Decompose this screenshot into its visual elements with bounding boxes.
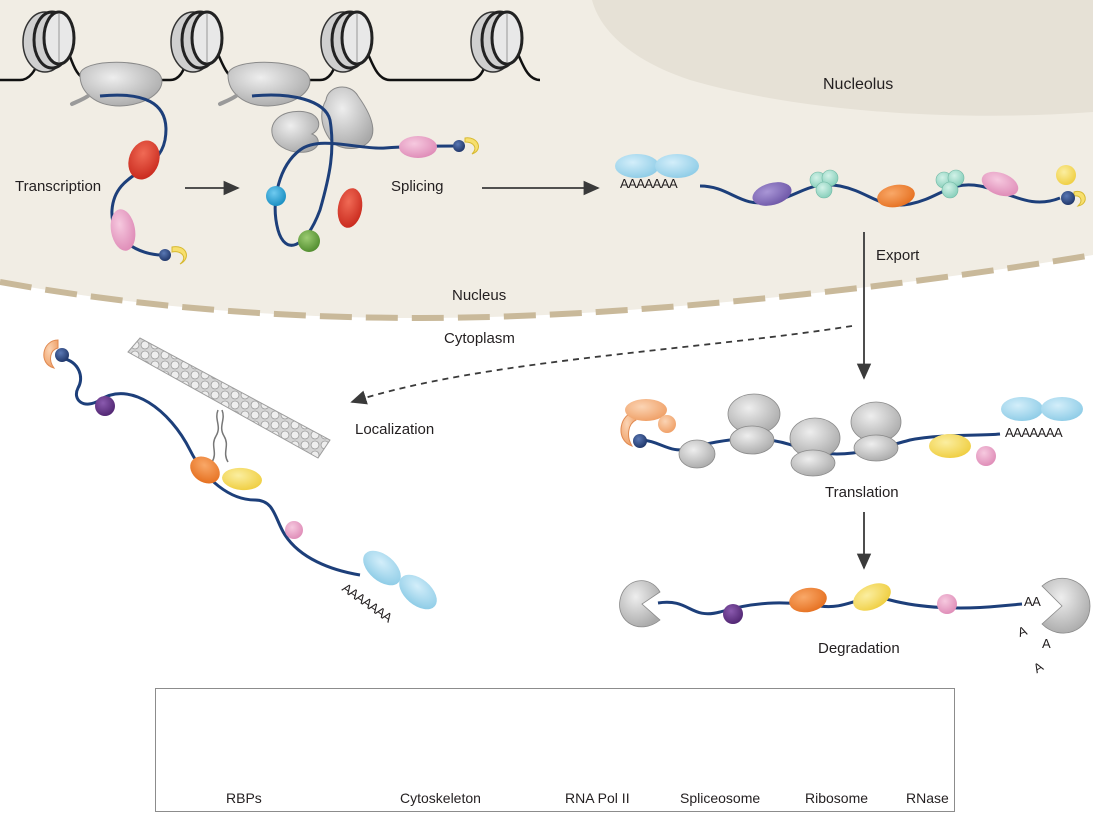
cap-binding-yellow-2 <box>464 137 479 155</box>
rbp-cyan <box>266 186 286 206</box>
legend-cytoskeleton-label: Cytoskeleton <box>400 790 481 806</box>
localized-mrna <box>61 356 361 577</box>
rbp-pink-2 <box>399 136 437 158</box>
released-a-2: A <box>1042 636 1051 651</box>
nucleosome-2 <box>170 10 224 73</box>
poly-a-tail-nucleus: AAAAAAA <box>620 176 678 191</box>
rbp-yellow-loc <box>222 467 262 491</box>
rbp-pink-1 <box>110 209 136 251</box>
nascent-rna-2 <box>251 93 459 247</box>
mature-mrnp <box>615 154 1086 208</box>
pabp-2-loc <box>399 574 437 610</box>
nucleolus-region <box>592 0 1093 116</box>
cap-navy-2 <box>453 140 465 152</box>
splicing-label: Splicing <box>391 178 444 195</box>
cap-navy-loc <box>55 348 69 362</box>
nuclear-envelope <box>0 252 1093 322</box>
cytoplasm-label: Cytoplasm <box>444 330 515 347</box>
rbp-red-1 <box>128 140 160 180</box>
degradation-mrna <box>619 577 1091 634</box>
cap-binding-yellow-1 <box>171 246 187 265</box>
nucleosome-4 <box>470 10 524 73</box>
arrow-localization <box>350 325 853 405</box>
transcription-label: Transcription <box>15 178 102 195</box>
legend-rna-pol-ii-label: RNA Pol II <box>565 790 630 806</box>
rbp-green <box>298 230 320 252</box>
pabp-1-loc <box>363 550 401 586</box>
degradation-label: Degradation <box>818 640 900 657</box>
legend-ribosome-label: Ribosome <box>805 790 869 806</box>
poly-a-tail-translation: AAAAAAA <box>1005 425 1063 440</box>
cap-navy-1 <box>159 249 171 261</box>
rbp-purple-loc <box>95 396 115 416</box>
legend-spliceosome-label: Spliceosome <box>680 790 761 806</box>
rbp-pink-loc <box>285 521 303 539</box>
nucleus-label: Nucleus <box>452 287 507 304</box>
export-label: Export <box>876 247 920 264</box>
legend-box <box>155 688 955 812</box>
rna-pol-ii-2 <box>218 61 311 107</box>
nucleolus-label: Nucleolus <box>823 76 894 93</box>
poly-a-tail-degrading: AA <box>1024 594 1041 609</box>
rbp-red-2 <box>337 188 363 228</box>
cytoskeleton-filament <box>127 337 331 463</box>
localization-label: Localization <box>355 421 435 438</box>
cap-binding-peach-loc <box>43 339 59 369</box>
translation-label: Translation <box>825 484 899 501</box>
nucleosome-3 <box>320 10 374 73</box>
nucleosome-1 <box>22 10 76 73</box>
rbp-orange-loc <box>190 456 220 484</box>
legend-rnase-label: RNase <box>906 790 949 806</box>
translation-mrnp <box>620 393 1083 477</box>
legend-rbps-label: RBPs <box>226 790 262 806</box>
spliceosome-complex <box>271 86 374 153</box>
